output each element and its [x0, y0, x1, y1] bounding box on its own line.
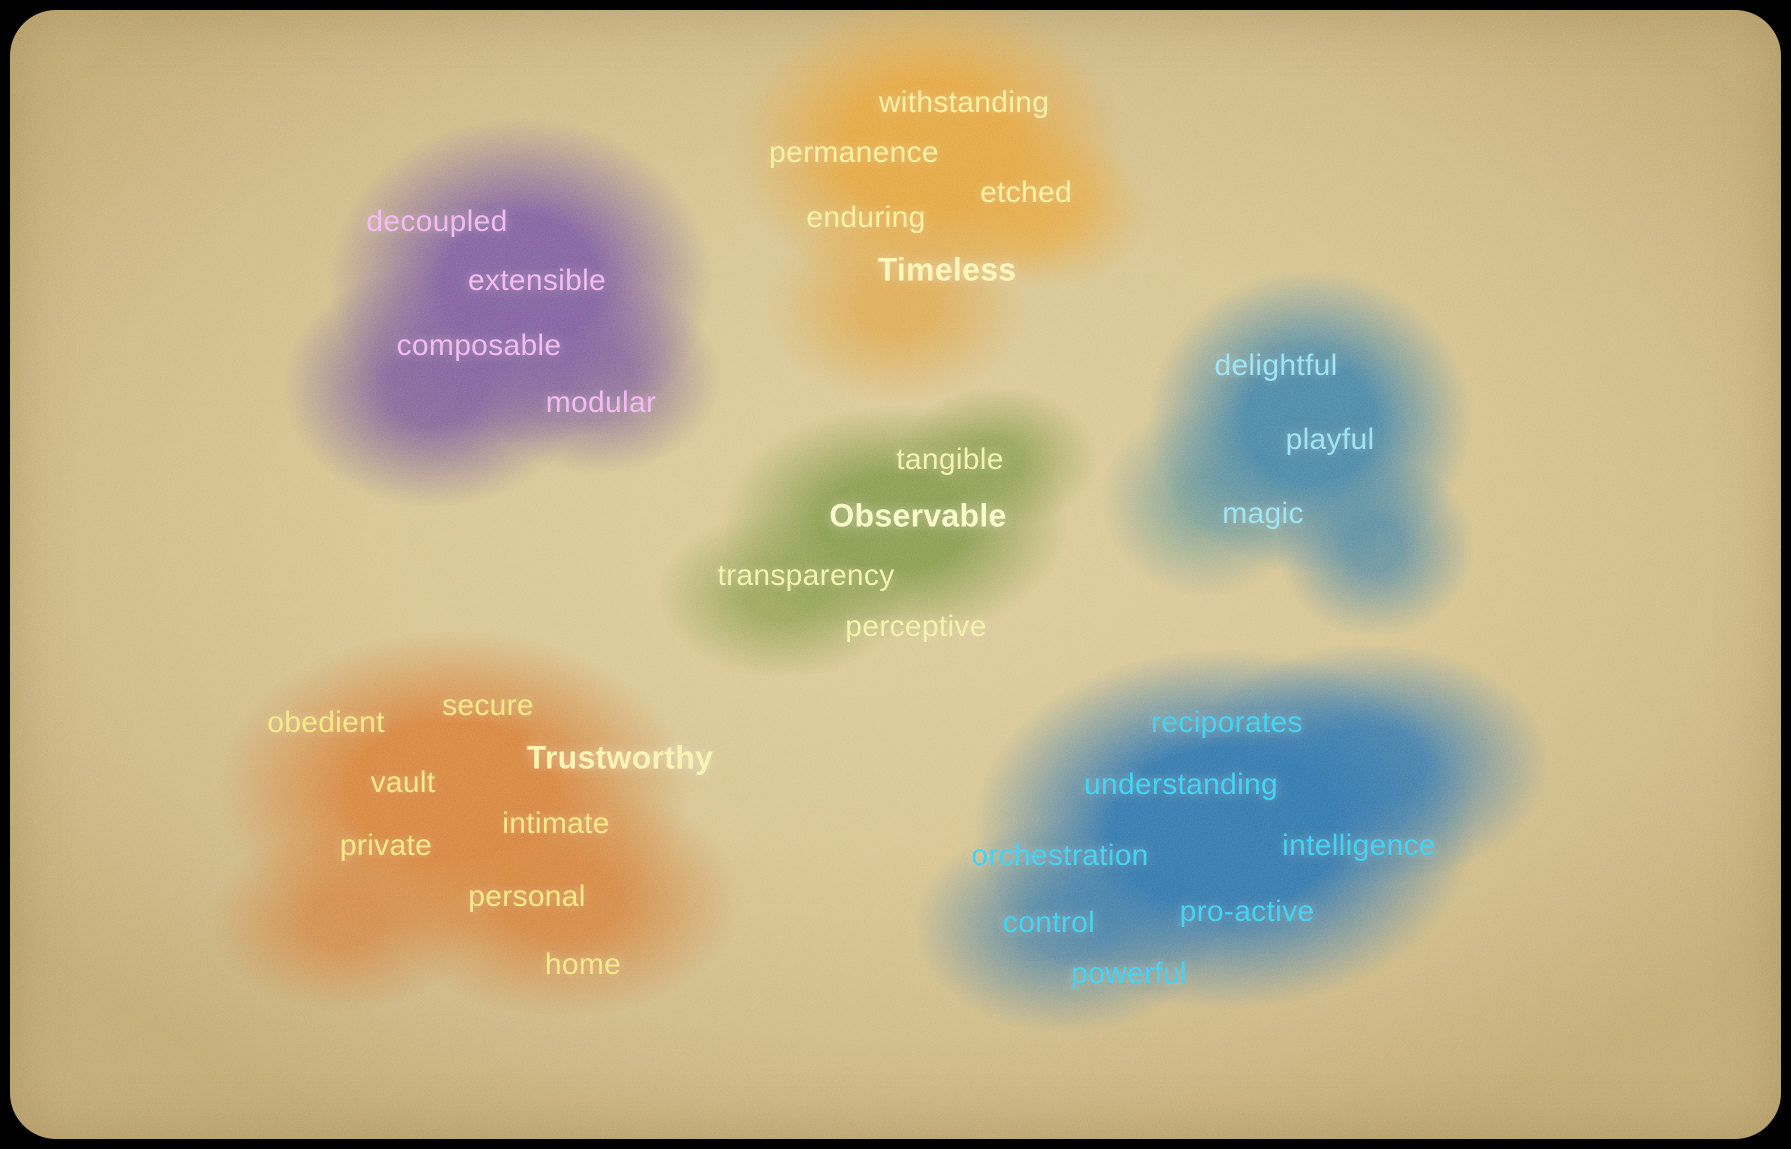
word-home: home: [544, 948, 622, 981]
word-pro-active: pro-active: [1179, 895, 1315, 928]
word-playful: playful: [1285, 423, 1375, 456]
word-withstanding: withstanding: [878, 86, 1050, 119]
word-perceptive: perceptive: [845, 610, 987, 643]
word-delightful: delightful: [1214, 349, 1338, 382]
word-reciporates: reciporates: [1151, 706, 1303, 739]
word-understanding: understanding: [1083, 768, 1279, 801]
word-magic: magic: [1222, 497, 1304, 530]
word-vault: vault: [370, 766, 436, 799]
word-control: control: [1002, 906, 1096, 939]
word-permanence: permanence: [769, 136, 939, 169]
blob-timeless: [650, 10, 1210, 420]
board-card: decoupled extensible composable modular …: [10, 10, 1781, 1139]
word-enduring: enduring: [806, 201, 926, 234]
word-intimate: intimate: [502, 807, 610, 840]
word-secure: secure: [442, 689, 534, 722]
word-extensible: extensible: [467, 264, 607, 297]
word-intelligence: intelligence: [1282, 829, 1436, 862]
blob-trustworthy: [140, 580, 820, 1080]
word-decoupled: decoupled: [366, 205, 508, 238]
grain-texture-overlay: [10, 10, 1781, 1139]
word-observable-title: Observable: [829, 497, 1007, 534]
word-personal: personal: [468, 880, 586, 913]
word-tangible: tangible: [896, 443, 1004, 476]
word-timeless-title: Timeless: [877, 251, 1017, 288]
word-modular: modular: [545, 386, 657, 419]
word-orchestration: orchestration: [971, 839, 1149, 872]
word-transparency: transparency: [717, 559, 895, 592]
word-trustworthy-title: Trustworthy: [526, 739, 714, 776]
word-obedient: obedient: [267, 706, 385, 739]
word-composable: composable: [396, 329, 562, 362]
word-private: private: [339, 829, 433, 862]
blob-intelligence: [850, 570, 1570, 1110]
word-etched: etched: [980, 176, 1072, 209]
blob-modularity: [240, 70, 780, 550]
word-powerful: powerful: [1071, 957, 1187, 990]
